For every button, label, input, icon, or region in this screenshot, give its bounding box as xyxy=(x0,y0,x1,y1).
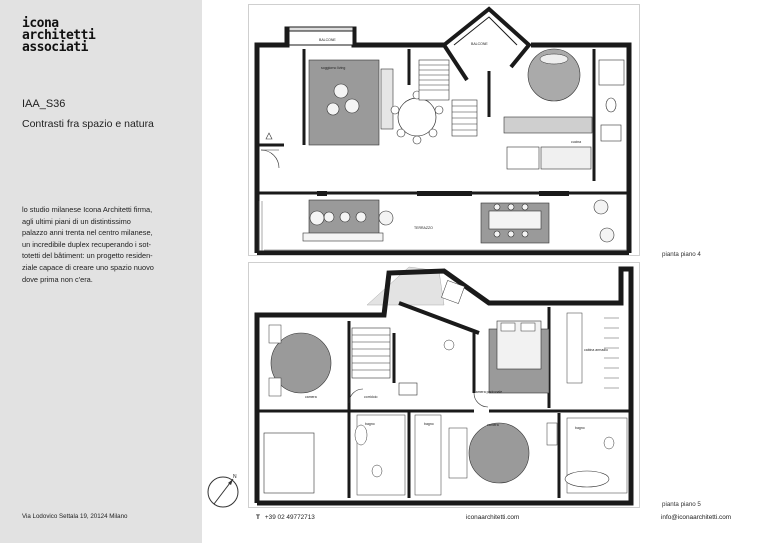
phone-label: T xyxy=(256,514,260,521)
footer-phone: T +39 02 49772713 xyxy=(256,514,315,521)
room-label: bagno xyxy=(365,422,375,426)
floor-plan-5-drawing: camera corridoio camera padronale cabina… xyxy=(254,266,634,506)
description-line: agli ultimi piani di un distintissimo xyxy=(22,216,131,226)
room-label: soggiorno living xyxy=(321,66,345,70)
floor-plan-4: soggiorno living BALCONE BALCONE cucina xyxy=(248,4,640,256)
description-line: un incredibile duplex recuperando i sot- xyxy=(22,239,152,249)
info-sidebar: icona architetti associati IAA_S36 Contr… xyxy=(0,0,202,543)
room-label: camera xyxy=(487,423,499,427)
project-code: IAA_S36 xyxy=(22,98,66,110)
room-label: BALCONE xyxy=(471,42,488,46)
project-description: lo studio milanese Icona Architetti firm… xyxy=(22,204,192,285)
room-label: camera xyxy=(305,395,317,399)
floor-plan-5: camera corridoio camera padronale cabina… xyxy=(248,262,640,508)
description-line: ziale capace di creare uno spazio nuovo xyxy=(22,262,154,272)
description-line: totetti del bâtiment: un progetto reside… xyxy=(22,251,153,261)
studio-address: Via Lodovico Settala 19, 20124 Milano xyxy=(22,513,128,520)
footer-email[interactable]: info@iconaarchitetti.com xyxy=(661,514,732,521)
logo-line: architetti xyxy=(22,28,96,43)
compass-icon: N xyxy=(206,470,242,515)
room-label: bagno xyxy=(575,426,585,430)
description-line: lo studio milanese Icona Architetti firm… xyxy=(22,205,153,214)
description-line: dove prima non c'era. xyxy=(22,274,93,284)
studio-logo: icona architetti associati xyxy=(22,16,96,55)
compass-letter: N xyxy=(233,474,237,480)
room-label: BALCONE xyxy=(319,38,336,42)
logo-line: associati xyxy=(22,40,88,55)
footer-website[interactable]: iconaarchitetti.com xyxy=(466,514,520,521)
plan-label-upper: pianta piano 4 xyxy=(662,251,701,258)
room-label: TERRAZZO xyxy=(414,226,433,230)
phone-number: +39 02 49772713 xyxy=(264,514,315,521)
project-subtitle: Contrasti fra spazio e natura xyxy=(22,118,154,130)
room-label: corridoio xyxy=(364,395,377,399)
floor-plan-4-drawing: soggiorno living BALCONE BALCONE cucina xyxy=(254,6,632,255)
room-label: cucina xyxy=(571,140,581,144)
room-label: bagno xyxy=(424,422,434,426)
room-label: camera padronale xyxy=(474,390,502,394)
room-label: cabina armadio xyxy=(584,348,608,352)
plan-label-lower: pianta piano 5 xyxy=(662,501,701,508)
description-line: palazzo anni trenta nel centro milanese, xyxy=(22,228,153,238)
logo-line: icona xyxy=(22,16,59,31)
